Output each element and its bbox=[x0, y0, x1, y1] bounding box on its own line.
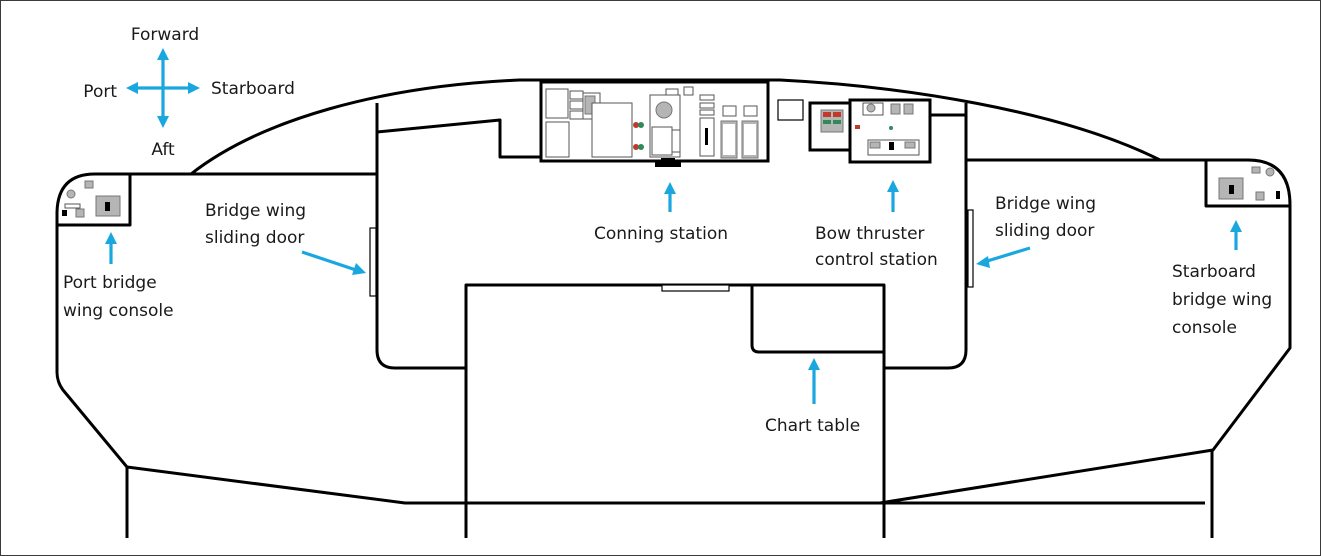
compass-starboard-label: Starboard bbox=[211, 79, 295, 99]
compass-forward-label: Forward bbox=[131, 25, 199, 45]
conning-station[interactable] bbox=[539, 80, 804, 167]
starboard-wing-outline bbox=[879, 158, 1292, 505]
chart-room-door bbox=[661, 284, 730, 292]
chart-table-label: Chart table bbox=[765, 416, 860, 436]
port-door-label: Bridge wing sliding door bbox=[205, 201, 311, 248]
wheelhouse-inner-wall-starboard bbox=[884, 103, 968, 370]
compass-rose: Forward Aft Port Starboard bbox=[83, 25, 295, 160]
compass-aft-label: Aft bbox=[151, 140, 175, 160]
chart-table-partition bbox=[750, 285, 884, 354]
port-sliding-door[interactable] bbox=[369, 227, 377, 297]
forward-bulkhead-arc bbox=[190, 78, 1161, 176]
port-forward-console-wall bbox=[376, 118, 541, 159]
bridge-walls bbox=[55, 78, 1292, 538]
port-wing-console-enclosure bbox=[57, 174, 132, 227]
chart-room-wall bbox=[464, 283, 886, 538]
callout-arrows bbox=[105, 180, 1242, 404]
port-wing-console[interactable] bbox=[62, 180, 121, 218]
starboard-wing-console-enclosure bbox=[1204, 160, 1290, 208]
starboard-sliding-door[interactable] bbox=[967, 209, 974, 288]
starboard-console-label: Starboard bridge wing console bbox=[1172, 262, 1278, 338]
compass-port-label: Port bbox=[83, 82, 117, 102]
starboard-door-label: Bridge wing sliding door bbox=[995, 194, 1101, 241]
bow-thruster-station[interactable] bbox=[808, 98, 932, 164]
conning-station-label: Conning station bbox=[594, 224, 728, 244]
wheelhouse-inner-wall bbox=[375, 103, 466, 370]
bow-thruster-label: Bow thruster control station bbox=[815, 224, 938, 270]
callout-labels: Port bridge wing console Bridge wing sli… bbox=[63, 194, 1278, 436]
starboard-wing-console[interactable] bbox=[1218, 166, 1280, 201]
port-console-label: Port bridge wing console bbox=[63, 273, 174, 321]
port-wing-outline bbox=[55, 172, 1205, 505]
